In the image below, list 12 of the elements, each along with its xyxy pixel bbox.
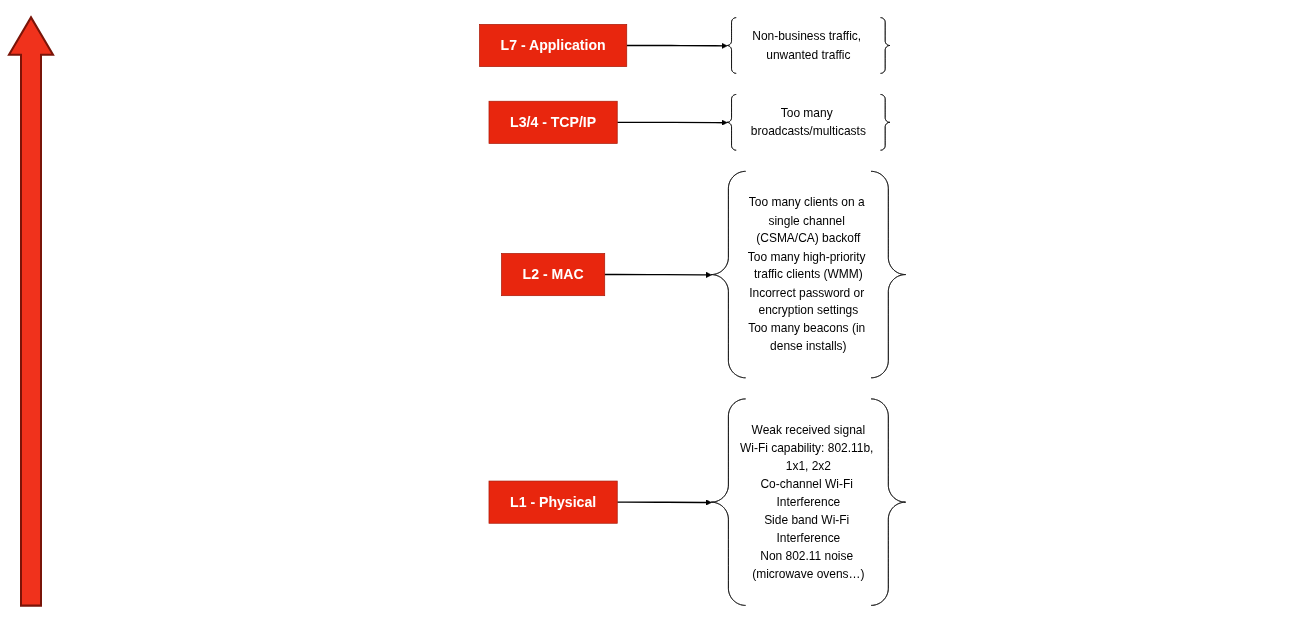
node-box: L2 - MAC (501, 253, 606, 297)
node-text: Too many broadcasts/multicasts (750, 107, 866, 139)
node-text: Too many clients on a single channel (CSMA/CA) backoff Too many high-priority traffic clients (WMM) Incorrect password or encryption settings Too many beacons (in dense installs) (747, 196, 866, 354)
node-text: Weak received signal Wi-Fi capability: 802.11b, 1x1, 2x2 Co-channel Wi-Fi Interference Side band Wi-Fi Interference Non 802.11 noise (microwave ovens…) (739, 424, 874, 581)
node-box: L7 - Application (479, 24, 628, 68)
arrow (616, 120, 728, 127)
arrow (604, 272, 712, 279)
arrow (626, 43, 728, 50)
node-box: L3/4 - TCP/IP (488, 101, 618, 145)
node-box: L1 - Physical (488, 481, 618, 525)
node-text: Non-business traffic, unwanted traffic (752, 30, 862, 62)
arrow (616, 499, 712, 507)
